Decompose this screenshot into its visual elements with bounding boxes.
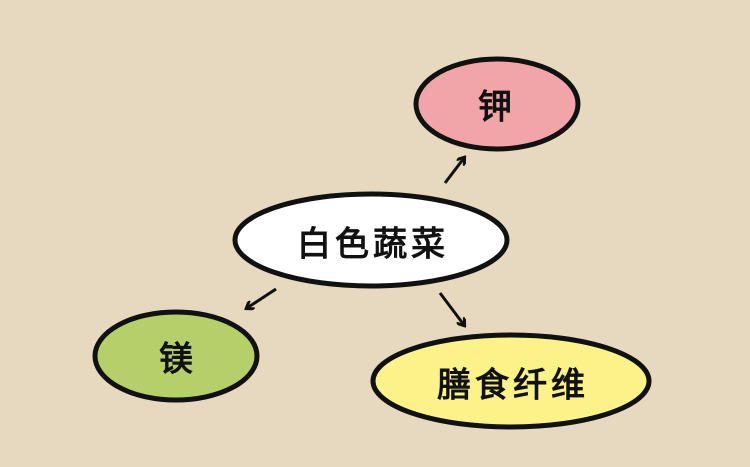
node-potassium-shape — [413, 56, 581, 152]
arrow-to-fiber — [438, 292, 464, 325]
arrow-to-magnesium — [247, 287, 277, 308]
node-fiber-label: 膳食纤维 — [437, 365, 589, 406]
arrow-to-potassium — [443, 158, 464, 184]
node-potassium-label: 钾 — [478, 87, 516, 128]
node-fiber-shape — [370, 332, 652, 430]
node-magnesium-shape — [92, 309, 260, 403]
node-center-label: 白色蔬菜 — [297, 224, 449, 265]
node-magnesium-label: 镁 — [159, 339, 197, 380]
node-center-shape — [232, 191, 510, 289]
